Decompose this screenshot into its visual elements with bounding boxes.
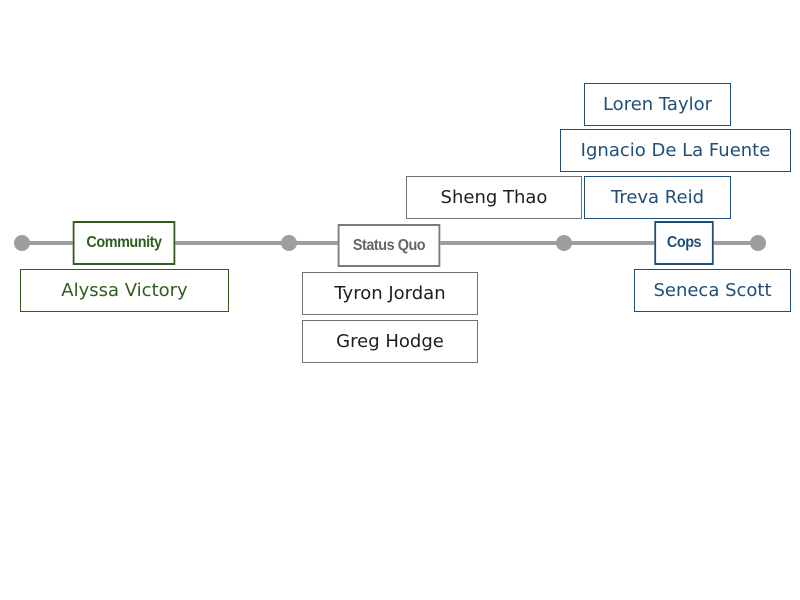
person-card: Loren Taylor [584,83,731,126]
person-card: Alyssa Victory [20,269,229,312]
person-card: Treva Reid [584,176,731,219]
line-point-marker [281,235,297,251]
category-cops: Cops [654,221,714,265]
person-card: Sheng Thao [406,176,582,219]
line-endpoint-left [14,235,30,251]
person-card: Tyron Jordan [302,272,478,315]
category-status-quo: Status Quo [337,224,441,267]
category-community: Community [72,221,176,265]
person-card: Ignacio De La Fuente [560,129,791,172]
person-card: Greg Hodge [302,320,478,363]
line-point-marker [556,235,572,251]
person-card: Seneca Scott [634,269,791,312]
line-endpoint-right [750,235,766,251]
